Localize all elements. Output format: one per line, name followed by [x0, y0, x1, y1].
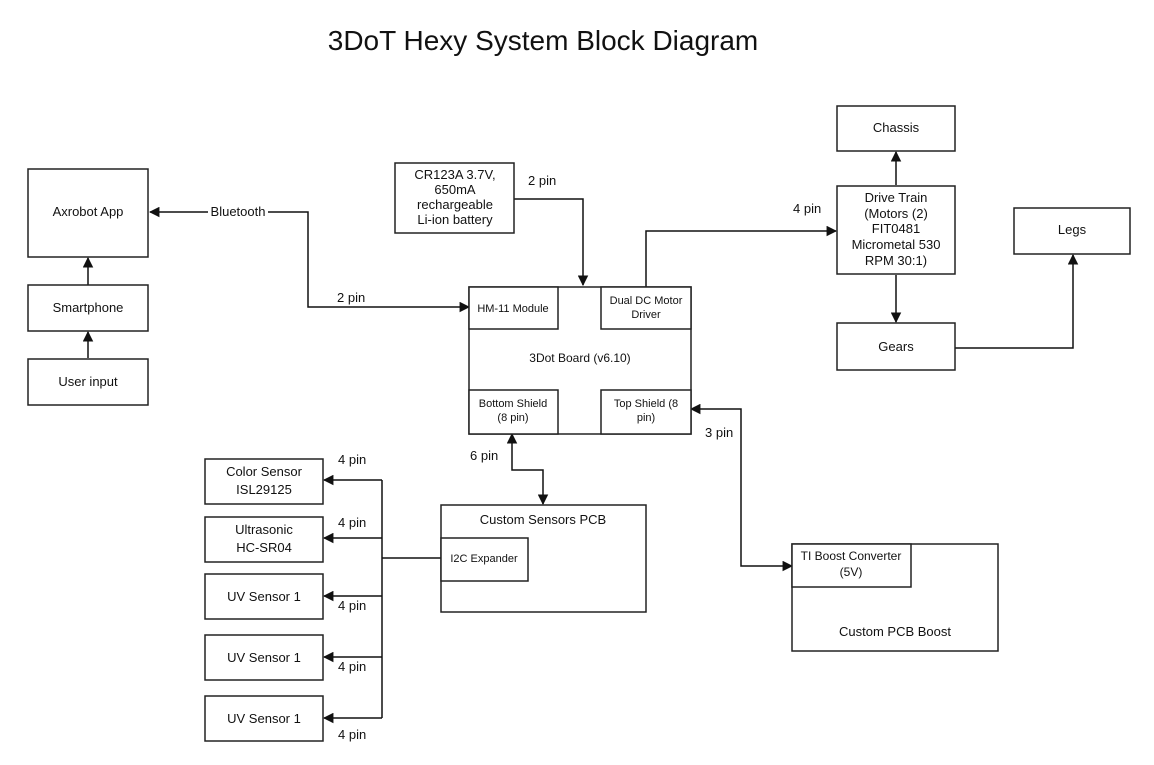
drive-train-line-4: Micrometal 530	[852, 237, 941, 252]
user-input-label: User input	[58, 374, 118, 389]
block-gears: Gears	[836, 322, 956, 371]
bottom-shield-pin-label: 6 pin	[470, 448, 498, 463]
motor-driver-cell	[600, 286, 692, 330]
smartphone-label: Smartphone	[53, 300, 124, 315]
connector-bottomshield-to-sensors	[506, 432, 549, 506]
block-drive-train: Drive Train (Motors (2) FIT0481 Micromet…	[836, 185, 956, 275]
connector-battery-to-board	[514, 198, 589, 287]
uv1-pin-label: 4 pin	[338, 598, 366, 613]
hm11-label: HM-11 Module	[477, 303, 548, 315]
motor-driver-line-1: Dual DC Motor	[610, 295, 683, 307]
block-uv-sensor-a: UV Sensor 1	[204, 573, 324, 620]
block-smartphone: Smartphone	[27, 284, 149, 332]
battery-line-3: rechargeable	[417, 197, 493, 212]
block-legs: Legs	[1013, 207, 1131, 255]
battery-pin-label: 2 pin	[528, 173, 556, 188]
block-3dot-board: HM-11 Module Dual DC Motor Driver 3Dot B…	[468, 286, 692, 435]
ultrasonic-pin-label: 4 pin	[338, 515, 366, 530]
drive-train-line-2: (Motors (2)	[864, 206, 928, 221]
connectors	[82, 150, 1079, 724]
uv2-pin-label: 4 pin	[338, 659, 366, 674]
bluetooth-label-bg	[208, 203, 268, 219]
board-label: 3Dot Board (v6.10)	[529, 351, 630, 365]
top-shield-line-1: Top Shield (8	[614, 398, 678, 410]
connector-gears-to-legs	[955, 253, 1079, 349]
connection-labels: Bluetooth 2 pin 2 pin 4 pin 3 pin 6 pin …	[208, 173, 821, 742]
uv-sensor-c-label: UV Sensor 1	[227, 711, 301, 726]
block-chassis: Chassis	[836, 105, 956, 152]
battery-line-4: Li-ion battery	[417, 212, 493, 227]
drive-train-line-3: FIT0481	[872, 221, 920, 236]
ti-boost-line-2: (5V)	[840, 565, 863, 579]
block-color-sensor: Color Sensor ISL29125	[204, 458, 324, 505]
bottom-shield-line-1: Bottom Shield	[479, 398, 547, 410]
hm11-pin-label: 2 pin	[337, 290, 365, 305]
gears-label: Gears	[878, 339, 914, 354]
color-sensor-line-2: ISL29125	[236, 482, 292, 497]
connector-driver-to-drivetrain	[645, 225, 838, 287]
top-shield-pin-label: 3 pin	[705, 425, 733, 440]
i2c-expander-cell	[440, 537, 529, 582]
block-battery: CR123A 3.7V, 650mA rechargeable Li-ion b…	[394, 162, 515, 234]
bluetooth-label: Bluetooth	[211, 204, 266, 219]
block-axrobot-app: Axrobot App	[27, 168, 149, 258]
diagram-title: 3DoT Hexy System Block Diagram	[328, 25, 759, 56]
block-ultrasonic: Ultrasonic HC-SR04	[204, 516, 324, 563]
block-custom-sensors-pcb: Custom Sensors PCB I2C Expander	[440, 504, 647, 613]
i2c-expander-label: I2C Expander	[450, 553, 518, 565]
hm11-cell	[468, 286, 559, 330]
block-user-input: User input	[27, 358, 149, 406]
bottom-shield-line-2: (8 pin)	[497, 412, 528, 424]
custom-sensors-pcb-label: Custom Sensors PCB	[480, 512, 606, 527]
motor-driver-line-2: Driver	[631, 309, 661, 321]
battery-line-2: 650mA	[434, 182, 476, 197]
block-uv-sensor-c: UV Sensor 1	[204, 695, 324, 742]
color-sensor-line-1: Color Sensor	[226, 464, 303, 479]
ti-boost-line-1: TI Boost Converter	[801, 549, 902, 563]
block-uv-sensor-b: UV Sensor 1	[204, 634, 324, 681]
uv-sensor-b-label: UV Sensor 1	[227, 650, 301, 665]
uv-sensor-a-label: UV Sensor 1	[227, 589, 301, 604]
axrobot-app-label: Axrobot App	[53, 204, 124, 219]
custom-pcb-boost-label: Custom PCB Boost	[839, 624, 951, 639]
drive-train-line-5: RPM 30:1)	[865, 253, 927, 268]
bottom-shield-cell	[468, 389, 559, 435]
ultrasonic-line-1: Ultrasonic	[235, 522, 293, 537]
connector-topshield-to-boost	[689, 403, 794, 572]
uv3-pin-label: 4 pin	[338, 727, 366, 742]
top-shield-line-2: pin)	[637, 412, 655, 424]
legs-label: Legs	[1058, 222, 1087, 237]
chassis-label: Chassis	[873, 120, 920, 135]
top-shield-cell	[600, 389, 692, 435]
ti-boost-cell	[791, 543, 912, 588]
battery-line-1: CR123A 3.7V,	[414, 167, 495, 182]
drive-train-line-1: Drive Train	[865, 190, 928, 205]
block-custom-pcb-boost: TI Boost Converter (5V) Custom PCB Boost	[791, 543, 999, 652]
color-pin-label: 4 pin	[338, 452, 366, 467]
drive-pin-label: 4 pin	[793, 201, 821, 216]
ultrasonic-line-2: HC-SR04	[236, 540, 292, 555]
